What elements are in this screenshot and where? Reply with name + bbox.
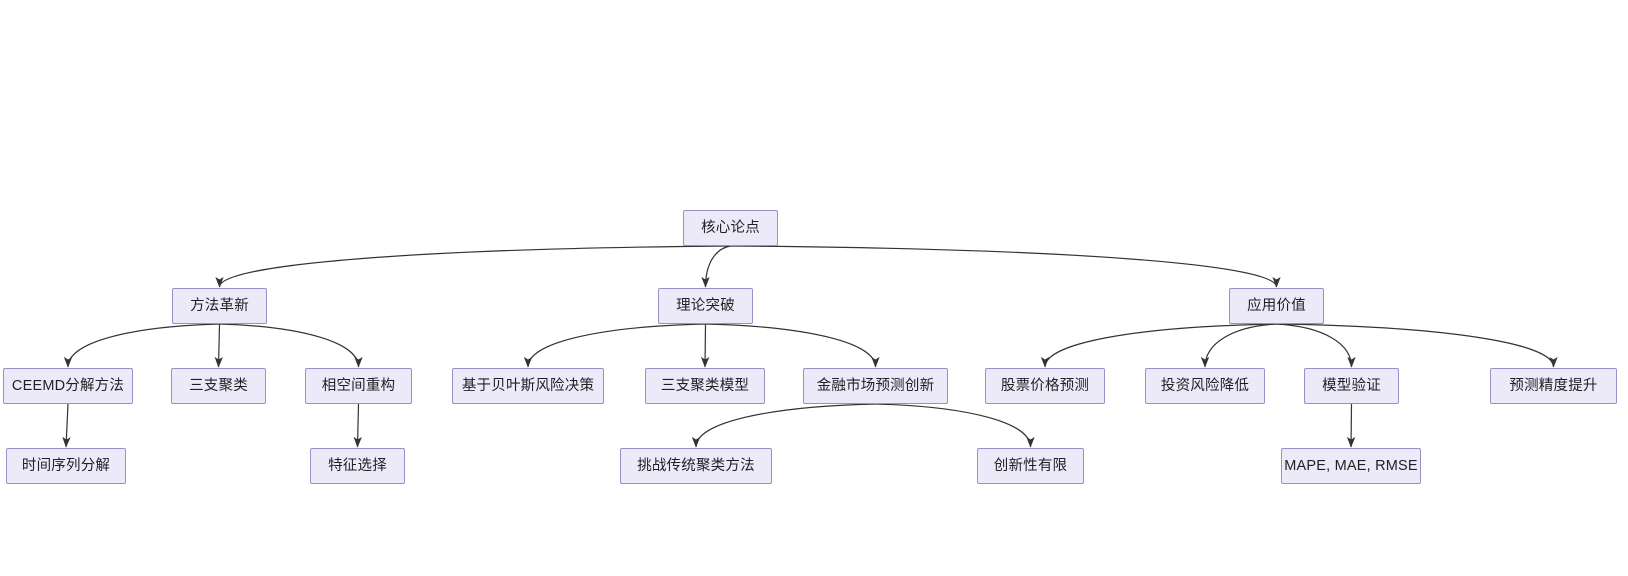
node-n1c[interactable]: 相空间重构 — [305, 368, 412, 404]
node-n3a[interactable]: 股票价格预测 — [985, 368, 1105, 404]
node-label: 方法革新 — [190, 297, 249, 314]
node-label: 三支聚类 — [189, 377, 248, 394]
node-n2b[interactable]: 三支聚类模型 — [645, 368, 765, 404]
node-label: 基于贝叶斯风险决策 — [461, 377, 595, 394]
edge-n1c-to-n1c1 — [353, 403, 362, 448]
node-n1a1[interactable]: 时间序列分解 — [6, 448, 126, 484]
edge-n3c-to-n3c1 — [1346, 403, 1356, 448]
node-n3c[interactable]: 模型验证 — [1304, 368, 1399, 404]
edge-n1-to-n1a — [63, 323, 220, 368]
edge-n3-to-n3a — [1040, 323, 1277, 368]
edge-paths — [62, 245, 1558, 448]
node-label: CEEMD分解方法 — [11, 377, 125, 394]
node-label: 创新性有限 — [993, 457, 1068, 474]
edge-n3-to-n3c — [1276, 323, 1356, 368]
node-label: 三支聚类模型 — [660, 377, 750, 394]
edge-n3-to-n3b — [1200, 323, 1277, 368]
node-n2c[interactable]: 金融市场预测创新 — [803, 368, 948, 404]
node-label: MAPE, MAE, RMSE — [1284, 457, 1418, 474]
edge-n2-to-n2b — [700, 323, 710, 368]
node-n1a[interactable]: CEEMD分解方法 — [3, 368, 133, 404]
node-n3b[interactable]: 投资风险降低 — [1145, 368, 1265, 404]
node-n2c2[interactable]: 创新性有限 — [977, 448, 1084, 484]
node-label: 挑战传统聚类方法 — [637, 457, 755, 474]
node-label: 预测精度提升 — [1509, 377, 1598, 394]
node-label: 特征选择 — [328, 457, 387, 474]
node-label: 模型验证 — [1322, 377, 1381, 394]
edge-n2-to-n2c — [705, 323, 880, 368]
edge-n2c-to-n2c2 — [875, 403, 1035, 448]
node-label: 相空间重构 — [321, 377, 396, 394]
edge-n1a-to-n1a1 — [62, 403, 71, 448]
edge-root-to-n1 — [215, 245, 731, 288]
node-n2c1[interactable]: 挑战传统聚类方法 — [620, 448, 772, 484]
edge-n2-to-n2a — [523, 323, 706, 368]
node-n3[interactable]: 应用价值 — [1229, 288, 1324, 324]
node-n2[interactable]: 理论突破 — [658, 288, 753, 324]
node-label: 核心论点 — [701, 219, 760, 236]
node-label: 时间序列分解 — [21, 457, 111, 474]
edge-root-to-n2 — [701, 245, 731, 288]
node-label: 金融市场预测创新 — [816, 377, 935, 394]
node-label: 理论突破 — [676, 297, 735, 314]
node-root[interactable]: 核心论点 — [683, 210, 778, 246]
edge-n3-to-n3d — [1276, 323, 1558, 368]
node-n1[interactable]: 方法革新 — [172, 288, 267, 324]
edge-n1-to-n1c — [219, 323, 363, 368]
edge-root-to-n3 — [730, 245, 1281, 288]
node-n2a[interactable]: 基于贝叶斯风险决策 — [452, 368, 604, 404]
node-label: 股票价格预测 — [1000, 377, 1090, 394]
node-n3c1[interactable]: MAPE, MAE, RMSE — [1281, 448, 1421, 484]
node-n1c1[interactable]: 特征选择 — [310, 448, 405, 484]
node-label: 投资风险降低 — [1160, 377, 1250, 394]
edge-n2c-to-n2c1 — [691, 403, 876, 448]
node-n3d[interactable]: 预测精度提升 — [1490, 368, 1617, 404]
edge-n1-to-n1b — [214, 323, 223, 368]
node-label: 应用价值 — [1247, 297, 1306, 314]
node-n1b[interactable]: 三支聚类 — [171, 368, 266, 404]
